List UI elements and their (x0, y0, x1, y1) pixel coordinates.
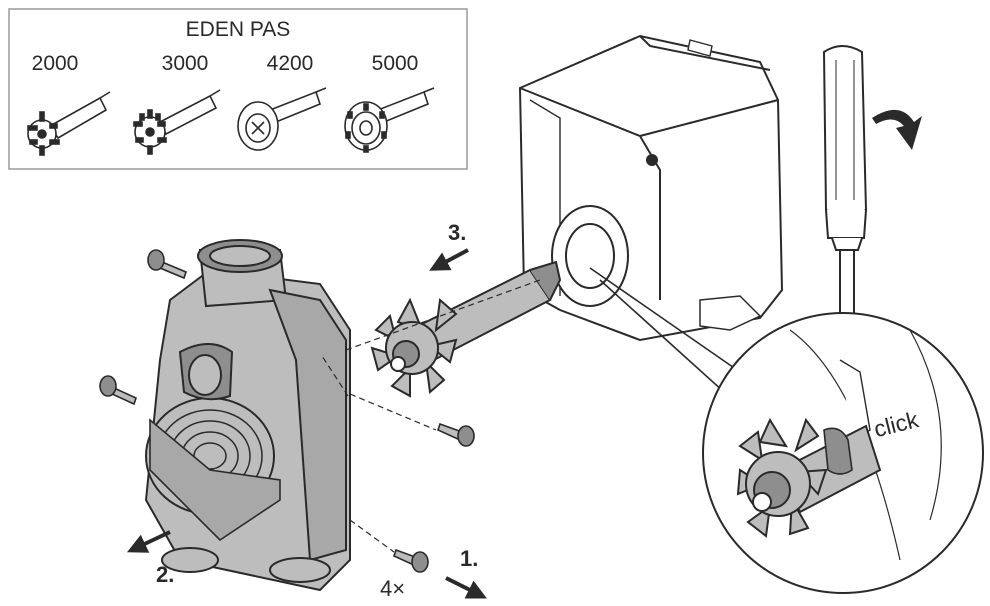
arrow-step-2-icon (126, 530, 171, 553)
screw-quantity-label: 4× (380, 576, 405, 601)
screw-mid-left-icon (99, 375, 137, 406)
rotate-arrow-icon (872, 109, 922, 150)
detail-callout-circle (702, 312, 984, 594)
impeller-rotor (370, 260, 562, 398)
arrow-step-3-icon (429, 248, 469, 271)
step-3-label: 3. (448, 220, 466, 245)
screw-guide-lines (321, 279, 541, 553)
model-label-5000: 5000 (372, 52, 419, 75)
impeller-4200-icon (237, 87, 327, 151)
step-2-label: 2. (156, 562, 174, 587)
model-label-2000: 2000 (32, 52, 79, 75)
screw-top-left-icon (147, 249, 187, 280)
legend-title: EDEN PAS (186, 18, 291, 41)
model-label-3000: 3000 (162, 52, 209, 75)
pump-front-cover (144, 239, 351, 592)
impeller-2000-icon (27, 91, 111, 156)
impeller-3000-icon (133, 89, 221, 155)
step-arrows (126, 248, 487, 599)
model-legend-box: EDEN PAS 2000 3000 4200 5000 (8, 8, 468, 170)
model-label-4200: 4200 (267, 52, 314, 75)
screw-bottom-right-icon (393, 548, 429, 573)
callout-pointer (589, 267, 741, 393)
impeller-5000-icon (344, 87, 435, 153)
arrow-step-1-icon (445, 576, 487, 599)
motor-housing (518, 34, 784, 342)
screw-mid-right-icon (437, 422, 475, 447)
step-1-label: 1. (460, 546, 478, 571)
